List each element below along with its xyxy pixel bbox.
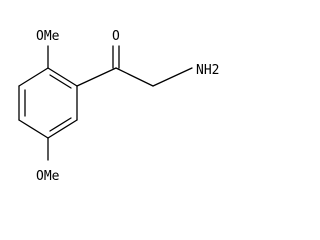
methoxy-bottom-label: OMe bbox=[36, 169, 60, 184]
amine-label: NH2 bbox=[196, 63, 219, 78]
structure-canvas: OMe OMe O NH2 bbox=[18, 29, 220, 184]
methylene-to-amine-bond bbox=[152, 67, 193, 87]
ring-to-carbonyl-bond bbox=[76, 67, 117, 87]
carbonyl-oxygen-label: O bbox=[112, 29, 120, 44]
ring-bond-4 bbox=[18, 119, 49, 139]
amine-nh: NH bbox=[196, 63, 212, 78]
ring-bond-1 bbox=[47, 67, 78, 87]
ring-double-bond-2 bbox=[49, 117, 72, 132]
methoxy-top-label: OMe bbox=[36, 29, 60, 44]
carbonyl-to-methylene-bond bbox=[115, 67, 154, 87]
ring-bond-3 bbox=[47, 119, 78, 139]
ring-double-bond-1 bbox=[49, 74, 72, 89]
molecule-diagram: OMe OMe O NH2 bbox=[18, 29, 219, 184]
benzene-ring bbox=[18, 67, 78, 139]
ring-bond-6 bbox=[18, 67, 49, 87]
amine-subscript: 2 bbox=[212, 63, 220, 78]
